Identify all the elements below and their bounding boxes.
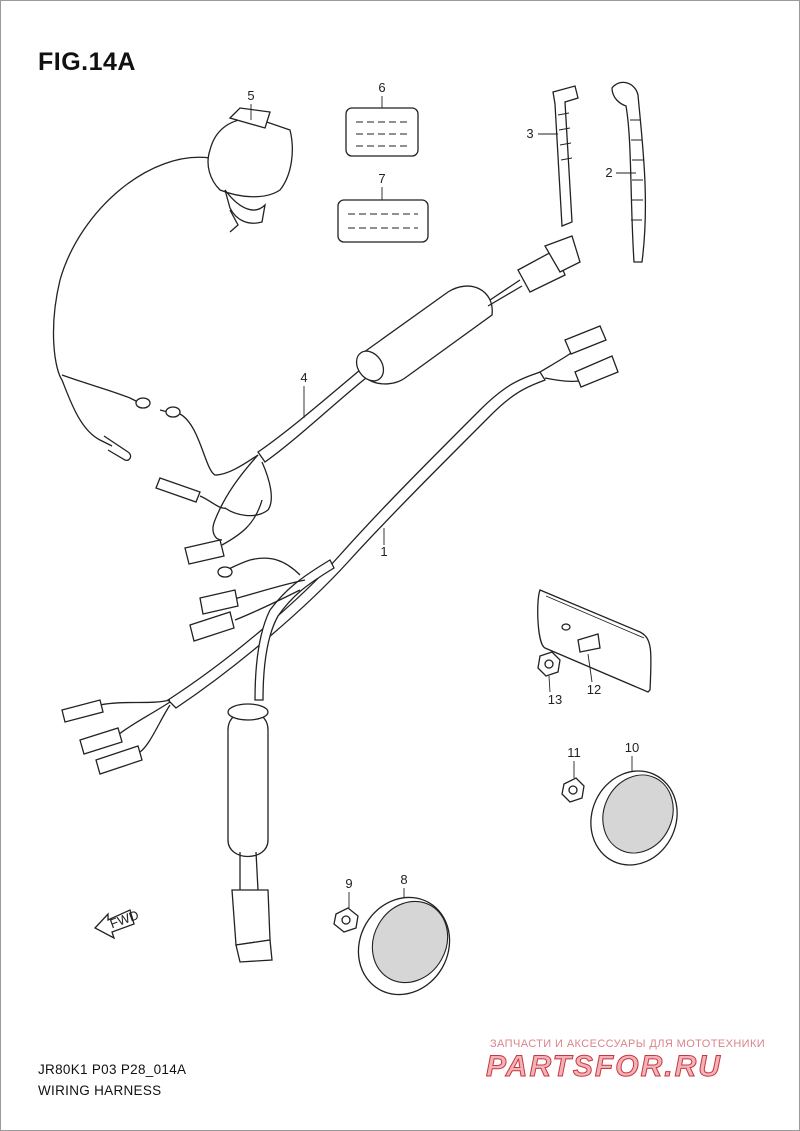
forward-direction-arrow: FWD (93, 907, 141, 940)
round-reflector-part-8 (357, 896, 451, 996)
diagram-caption: WIRING HARNESS (38, 1083, 162, 1098)
callout-7: 7 (378, 171, 385, 186)
callout-13: 13 (548, 692, 562, 707)
callout-12: 12 (587, 682, 601, 697)
watermark-tagline: ЗАПЧАСТИ И АКСЕССУАРЫ ДЛЯ МОТОТЕХНИКИ (490, 1038, 766, 1050)
cable-tie-part-3 (552, 85, 579, 227)
callout-9: 9 (345, 876, 352, 891)
callout-numbers: 5 6 7 3 2 4 1 12 13 10 11 8 9 (247, 80, 639, 908)
nut-part-9 (333, 907, 359, 933)
reflector-plate-part-12 (537, 589, 652, 693)
watermark-logo: PARTSFOR.RU (486, 1050, 722, 1084)
wiring-harness-part-4 (155, 235, 581, 565)
callout-3: 3 (526, 126, 533, 141)
callout-1: 1 (380, 544, 387, 559)
callout-6: 6 (378, 80, 385, 95)
ring-terminals (129, 397, 259, 476)
callout-11: 11 (567, 745, 581, 760)
label-part-6 (345, 107, 419, 157)
callout-5: 5 (247, 88, 254, 103)
handlebar-switch-part-5 (52, 107, 293, 461)
diagram-code: JR80K1 P03 P28_014A (38, 1062, 187, 1077)
round-reflector-part-10 (590, 770, 678, 866)
figure-title: FIG.14A (38, 48, 136, 76)
cable-tie-part-2 (611, 81, 647, 263)
wiring-harness-part-1 (61, 325, 619, 963)
callout-8: 8 (400, 872, 407, 887)
label-part-7 (337, 199, 429, 243)
callout-2: 2 (605, 165, 612, 180)
nut-part-11 (561, 777, 585, 803)
callout-10: 10 (625, 740, 639, 755)
nut-part-13 (537, 651, 561, 677)
callout-4: 4 (300, 370, 307, 385)
